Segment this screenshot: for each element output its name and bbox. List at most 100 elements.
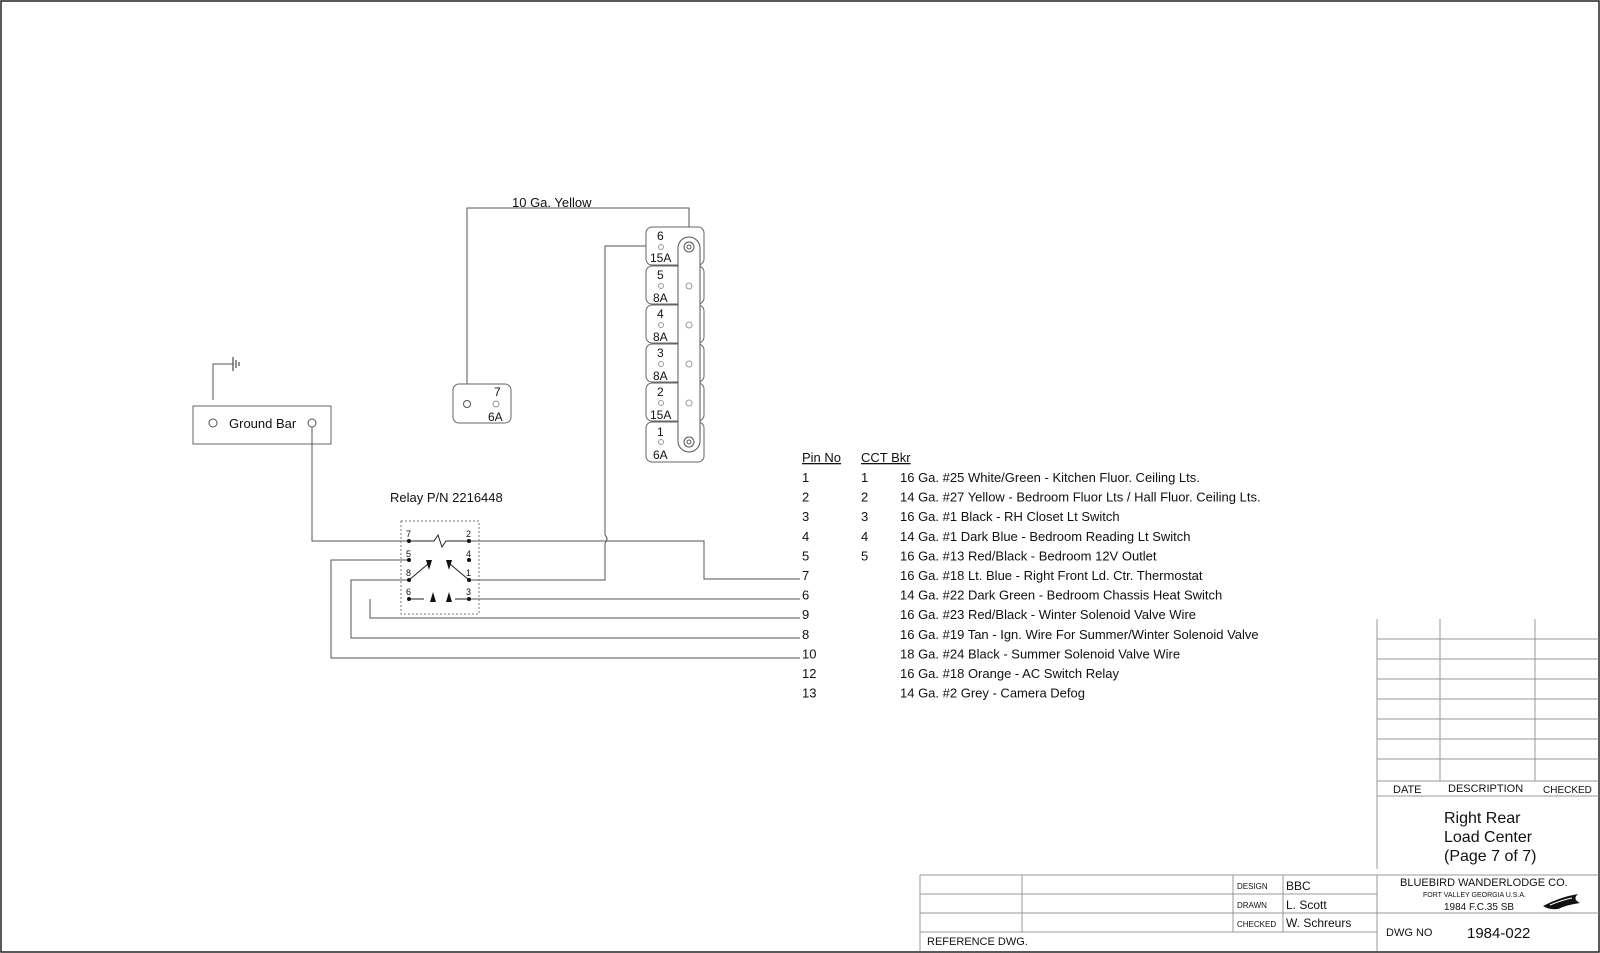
company-location: FORT VALLEY GEORGIA U.S.A. — [1423, 892, 1526, 899]
circuit-breaker-number: 2 — [861, 490, 868, 505]
wire-description: 14 Ga. #27 Yellow - Bedroom Fluor Lts / … — [900, 490, 1261, 505]
wire-description: 14 Ga. #2 Grey - Camera Defog — [900, 686, 1085, 701]
relay: 7 2 5 4 8 1 6 3 — [400, 520, 480, 615]
pin-number: 5 — [802, 548, 809, 563]
revision-block: DATE DESCRIPTION CHECKED — [1376, 619, 1599, 869]
table-row: 4 4 14 Ga. #1 Dark Blue - Bedroom Reading … — [802, 529, 1190, 544]
circuit-breaker-number: 4 — [861, 529, 868, 544]
drawing-title-line-3: (Page 7 of 7) — [1444, 848, 1537, 865]
ground-bar: Ground Bar — [192, 405, 332, 445]
pin-number: 6 — [802, 588, 809, 603]
table-row: 6 14 Ga. #22 Dark Green - Bedroom Chassis… — [802, 588, 1222, 603]
breaker-4-amp: 8A — [653, 330, 668, 344]
drawing-title-line-2: Load Center — [1444, 829, 1533, 846]
pin-number: 10 — [802, 646, 816, 661]
relay-pin-6: 6 — [406, 587, 411, 597]
relay-pin-8: 8 — [406, 568, 411, 578]
relay-pin-5: 5 — [406, 549, 411, 559]
pin-no-header: Pin No — [802, 450, 841, 465]
pin-table-rows: 1 1 16 Ga. #25 White/Green - Kitchen Fluor… — [802, 470, 1261, 701]
drawn-label: DRAWN — [1237, 901, 1267, 910]
pin-table: Pin No CCT Bkr 1 1 16 Ga. #25 White/Green … — [802, 450, 1261, 701]
dwg-no-value: 1984-022 — [1467, 925, 1530, 942]
relay-label: Relay P/N 2216448 — [390, 490, 503, 505]
wire-description: 16 Ga. #19 Tan - Ign. Wire For Summer/Wi… — [900, 627, 1259, 642]
pin-number: 9 — [802, 607, 809, 622]
wire-description: 16 Ga. #1 Black - RH Closet Lt Switch — [900, 509, 1120, 524]
revision-checked-header: CHECKED — [1543, 785, 1592, 796]
breaker-7: 7 6A — [452, 383, 512, 424]
cct-bkr-header: CCT Bkr — [861, 450, 911, 465]
reference-dwg-label: REFERENCE DWG. — [927, 936, 1028, 948]
pin-number: 7 — [802, 568, 809, 583]
bluebird-logo-icon — [1543, 894, 1580, 910]
breaker-6-amp: 15A — [650, 251, 671, 265]
breaker-7-number: 7 — [494, 385, 501, 399]
pin-number: 8 — [802, 627, 809, 642]
breaker-7-amp: 6A — [488, 410, 503, 424]
table-row: 10 18 Ga. #24 Black - Summer Solenoid Val… — [802, 646, 1180, 661]
breaker-5-amp: 8A — [653, 291, 668, 305]
breaker-stack: 6 15A 5 8A 4 8A 3 8A 2 15A 1 6A — [645, 226, 705, 463]
model-designation: 1984 F.C.35 SB — [1444, 902, 1514, 913]
relay-pin-7: 7 — [406, 529, 411, 539]
pin-number: 2 — [802, 490, 809, 505]
relay-pin-4: 4 — [466, 549, 471, 559]
table-row: 3 3 16 Ga. #1 Black - RH Closet Lt Switch — [802, 509, 1120, 524]
pin-number: 1 — [802, 470, 809, 485]
breaker-2-amp: 15A — [650, 408, 671, 422]
circuit-breaker-number: 3 — [861, 509, 868, 524]
ground-symbol — [212, 357, 240, 400]
dwg-no-label: DWG NO — [1386, 927, 1433, 939]
checked-value: W. Schreurs — [1286, 916, 1351, 930]
company-name: BLUEBIRD WANDERLODGE CO. — [1400, 877, 1568, 889]
pin-number: 4 — [802, 529, 809, 544]
breaker-4-number: 4 — [657, 307, 664, 321]
pin-number: 3 — [802, 509, 809, 524]
table-row: 7 16 Ga. #18 Lt. Blue - Right Front Ld. C… — [802, 568, 1203, 583]
wire-description: 14 Ga. #22 Dark Green - Bedroom Chassis … — [900, 588, 1222, 603]
breaker-5-number: 5 — [657, 268, 664, 282]
pin-number: 13 — [802, 686, 816, 701]
checked-label: CHECKED — [1237, 920, 1276, 929]
table-row: 8 16 Ga. #19 Tan - Ign. Wire For Summer/W… — [802, 627, 1259, 642]
wire-description: 18 Ga. #24 Black - Summer Solenoid Valve… — [900, 646, 1180, 661]
table-row: 13 14 Ga. #2 Grey - Camera Defog — [802, 686, 1085, 701]
wire-description: 16 Ga. #13 Red/Black - Bedroom 12V Outle… — [900, 548, 1157, 563]
table-row: 12 16 Ga. #18 Orange - AC Switch Relay — [802, 666, 1119, 681]
wires — [311, 207, 800, 659]
wire-description: 16 Ga. #25 White/Green - Kitchen Fluor. … — [900, 470, 1200, 485]
revision-date-header: DATE — [1393, 784, 1422, 796]
wire-description: 16 Ga. #18 Lt. Blue - Right Front Ld. Ct… — [900, 568, 1203, 583]
table-row: 1 1 16 Ga. #25 White/Green - Kitchen Fluor… — [802, 470, 1200, 485]
drawn-value: L. Scott — [1286, 898, 1327, 912]
relay-pin-2: 2 — [466, 529, 471, 539]
design-value: BBC — [1286, 879, 1311, 893]
breaker-1-number: 1 — [657, 425, 664, 439]
table-row: 9 16 Ga. #23 Red/Black - Winter Solenoid … — [802, 607, 1196, 622]
ground-bar-label: Ground Bar — [229, 416, 297, 431]
wire-description: 16 Ga. #23 Red/Black - Winter Solenoid V… — [900, 607, 1196, 622]
wire-10ga-yellow-label: 10 Ga. Yellow — [512, 195, 592, 210]
circuit-breaker-number: 5 — [861, 548, 868, 563]
table-row: 5 5 16 Ga. #13 Red/Black - Bedroom 12V Out… — [802, 548, 1157, 563]
table-row: 2 2 14 Ga. #27 Yellow - Bedroom Fluor Lts … — [802, 490, 1261, 505]
wire-description: 14 Ga. #1 Dark Blue - Bedroom Reading Lt… — [900, 529, 1190, 544]
design-label: DESIGN — [1237, 882, 1268, 891]
wire-description: 16 Ga. #18 Orange - AC Switch Relay — [900, 666, 1119, 681]
pin-number: 12 — [802, 666, 816, 681]
breaker-3-number: 3 — [657, 346, 664, 360]
breaker-3-amp: 8A — [653, 369, 668, 383]
title-block: Right Rear Load Center (Page 7 of 7) DES… — [919, 810, 1599, 951]
breaker-2-number: 2 — [657, 385, 664, 399]
breaker-1-amp: 6A — [653, 448, 668, 462]
breaker-6-number: 6 — [657, 229, 664, 243]
relay-pin-1: 1 — [466, 568, 471, 578]
revision-description-header: DESCRIPTION — [1448, 783, 1523, 795]
relay-pin-3: 3 — [466, 587, 471, 597]
circuit-breaker-number: 1 — [861, 470, 868, 485]
bus-bar — [677, 236, 701, 453]
